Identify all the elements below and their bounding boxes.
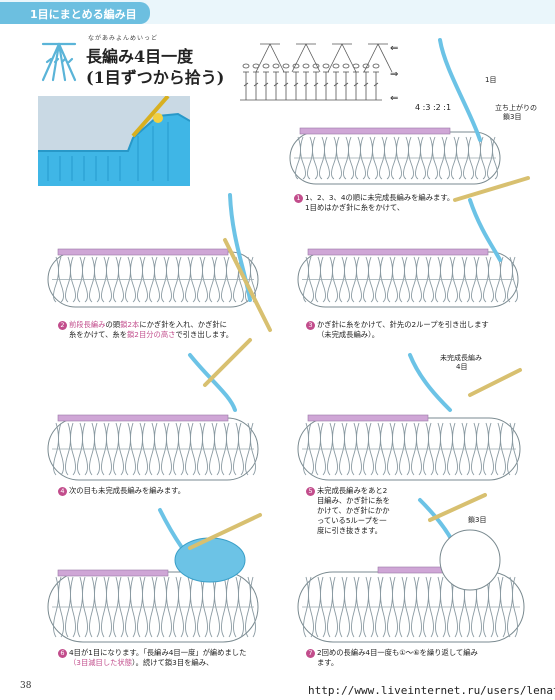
label-counts: 4 :3 :2 :1 [415,103,452,112]
step-6-text3: 鎖3目を編み、 [164,658,214,667]
step-5-text5: 度に引き抜きます。 [317,526,382,535]
step-6-text2-c: ）。続けて [132,658,165,667]
step-5-text3: かけて、かぎ針にかか [317,506,390,515]
step-2-text2: 糸をかけて、糸を [69,330,128,339]
arrow-left-2: ⇐ [390,93,399,104]
step-7-text2: ます。 [317,658,339,667]
step-2-text2-b: で引き出します。 [175,330,234,339]
label-chain-up-1: 立ち上がりの [495,104,537,112]
arrow-right: ⇒ [390,69,399,80]
step-3-text: かぎ針に糸をかけて、針先の2ループを引き出します [317,320,489,329]
step-2-text-a: の頭 [105,320,121,329]
label-chain3: 鎖3目 [468,516,487,524]
sample-photo [38,96,190,186]
symbol-chart [240,43,393,101]
step-5-text: 未完成長編みをあと2 [317,486,388,495]
page-title: 長編み4目一度 [86,47,194,66]
step-5-text4: っている5ループを一 [317,516,387,525]
page-number: 38 [20,681,32,691]
photo-image [38,96,190,186]
arrow-left-1: ⇐ [390,43,399,54]
step-2-text2-hl: 鎖2目分の高さ [127,330,176,339]
section-title: 1目にまとめる編み目 [30,8,137,21]
label-chain-up-2: 鎖3目 [503,113,522,121]
title-ruby: ながあみよんめいっど [88,35,159,42]
step-number: 4 [58,486,67,496]
step-2-hl: 前段長編み [69,320,106,329]
step-7-text: 2回めの長編み4目一度も [317,648,400,657]
watermark-url: http://www.liveinternet.ru/users/lenatt/ [308,684,555,697]
step-number: 3 [306,320,315,330]
step-1-text: 1、2、3、4の順に未完成長編みを編みます。 [305,193,455,202]
step-6-text: 4目が1目になります。「長編み4目一度」が編めました [69,648,247,657]
step-number: 1 [294,193,303,203]
step-number: 2 [58,320,67,330]
step-number: 5 [306,486,315,496]
step-6-text2-b: した状態 [102,658,133,667]
step-1-text2: 1目めはかぎ針に糸をかけて、 [305,203,405,212]
step-4-text: 次の目も未完成長編みを編みます。 [69,486,186,495]
label-unfinished-2: 4目 [456,363,468,371]
step-2-text-c: にかぎ針を入れ、かぎ針に [139,320,227,329]
step-6-text2: （3目減目 [69,658,103,667]
label-unfinished-1: 未完成長編み [440,354,482,362]
step-3-text2: （未完成長編み）。 [317,330,380,339]
header-tab [0,2,150,24]
step-2-text-b: 鎖2本 [120,320,140,329]
label-1-stitch: 1目 [485,76,497,84]
step-number: 6 [58,648,67,658]
step-5-text2: 目編み、かぎ針に糸を [317,496,390,505]
step-number: 7 [306,648,315,658]
step-7-text-b: ①～⑥を繰り返して編み [399,648,478,657]
stitch-symbol-icon [41,42,77,82]
page-subtitle: (1目ずつから拾う) [86,68,225,87]
